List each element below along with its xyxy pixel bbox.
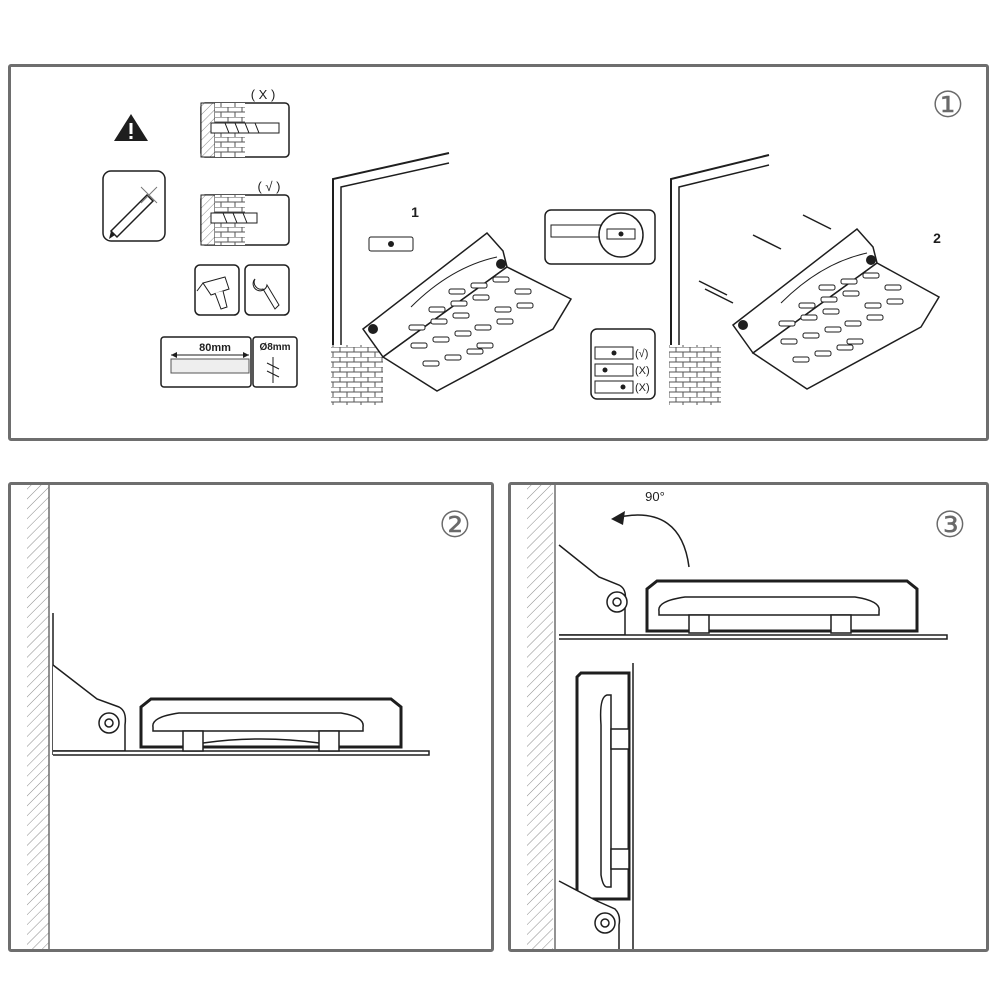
level-check-2: (X)	[635, 365, 650, 377]
step-number-2: ②	[438, 504, 471, 545]
installation-step-2-panel: ②	[8, 482, 494, 952]
wrench-icon	[244, 264, 290, 316]
level-check-3: (X)	[635, 382, 650, 394]
drill-bit-size-icon	[160, 336, 298, 388]
rotation-angle-label: 90°	[645, 489, 665, 504]
wall-section	[527, 485, 556, 949]
step-1-illustration: ( X ) ( √ )	[102, 87, 941, 405]
shelf-wall-scene-1	[331, 152, 573, 405]
anchor-right-label: ( √ )	[257, 179, 280, 194]
drill-icon	[194, 264, 240, 316]
step-3-illustration: 90°	[527, 485, 948, 949]
spirit-level-icon	[544, 209, 656, 265]
installation-step-3-panel: ③ 90°	[508, 482, 989, 952]
anchor-wrong-icon	[200, 102, 290, 158]
shelf-wall-scene-2	[669, 154, 941, 405]
drill-depth-label: 80mm	[199, 342, 231, 354]
rotation-arrow	[611, 511, 690, 568]
anchor-wrong-label: ( X )	[251, 87, 276, 102]
step-number-3: ③	[933, 504, 966, 545]
level-check-chart	[590, 328, 656, 400]
shelf-bracket-folded	[558, 663, 634, 949]
pencil-mark-icon	[102, 170, 166, 242]
anchor-right-icon	[200, 194, 290, 246]
shelf-bracket-side-view	[52, 613, 430, 756]
step-2-illustration	[27, 485, 430, 949]
warning-icon	[114, 114, 148, 141]
level-check-1: (√)	[635, 348, 648, 360]
installation-step-1-panel: ① ( X )	[8, 64, 989, 441]
drill-diameter-label: Ø8mm	[259, 342, 290, 353]
sub-step-1-label: 1	[411, 204, 419, 220]
shelf-bracket-upper	[558, 544, 948, 640]
sub-step-2-label: 2	[933, 230, 941, 246]
wall-section	[27, 485, 50, 949]
step-number-1: ①	[931, 84, 964, 125]
